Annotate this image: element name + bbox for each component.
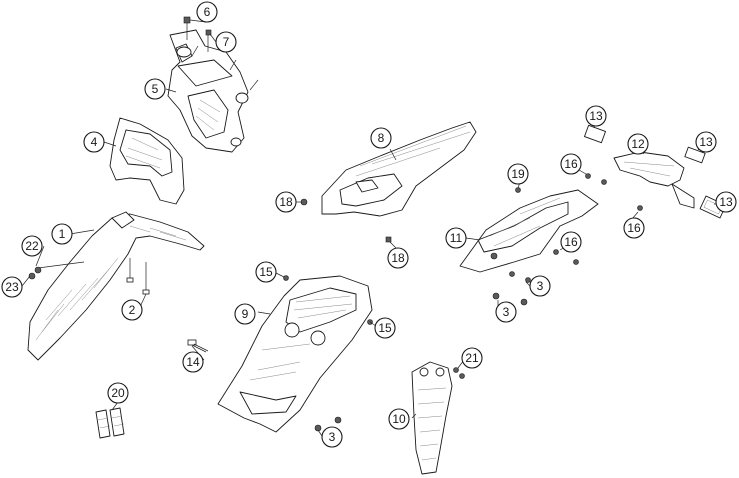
headlight-mask	[109, 117, 185, 205]
callout-8: 8	[370, 127, 392, 149]
callout-11: 11	[445, 227, 467, 249]
callout-22: 22	[21, 235, 43, 257]
svg-text:13: 13	[719, 195, 733, 209]
svg-text:16: 16	[564, 157, 578, 171]
callout-15: 15	[374, 317, 396, 339]
svg-text:15: 15	[259, 265, 273, 279]
callout-7: 7	[215, 31, 237, 53]
svg-text:19: 19	[511, 167, 525, 181]
callout-14: 14	[182, 351, 204, 373]
callout-10: 10	[388, 408, 410, 430]
callout-20: 20	[107, 382, 129, 404]
mud-flap	[411, 361, 453, 475]
seat-tail-bolts	[300, 198, 392, 243]
callout-3: 3	[495, 301, 517, 323]
mud-flap-screws	[453, 367, 465, 379]
callout-23: 23	[1, 276, 23, 298]
bracket-bolts	[183, 16, 259, 91]
svg-text:3: 3	[329, 430, 336, 444]
front-fender	[27, 211, 205, 361]
svg-text:7: 7	[223, 35, 230, 49]
svg-text:5: 5	[152, 82, 159, 96]
callout-13: 13	[585, 105, 607, 127]
svg-text:9: 9	[242, 307, 249, 321]
svg-text:8: 8	[378, 131, 385, 145]
callout-13: 13	[695, 131, 717, 153]
svg-text:18: 18	[279, 195, 293, 209]
svg-text:23: 23	[5, 280, 19, 294]
callout-4: 4	[83, 131, 105, 153]
callout-15: 15	[255, 261, 277, 283]
side-cover-screws	[492, 187, 579, 306]
callout-3: 3	[321, 426, 343, 448]
callout-12: 12	[627, 133, 649, 155]
svg-text:16: 16	[627, 221, 641, 235]
callout-5: 5	[144, 78, 166, 100]
rear-fender-hardware	[283, 275, 373, 432]
seat-tail-section	[321, 121, 477, 217]
callout-1: 1	[51, 223, 73, 245]
svg-text:21: 21	[465, 351, 479, 365]
svg-text:13: 13	[699, 135, 713, 149]
svg-text:18: 18	[391, 251, 405, 265]
adhesive-strips	[95, 407, 125, 439]
svg-text:3: 3	[503, 305, 510, 319]
callout-18: 18	[387, 247, 409, 269]
svg-text:4: 4	[91, 135, 98, 149]
svg-text:12: 12	[631, 137, 645, 151]
callout-18: 18	[275, 191, 297, 213]
svg-text:13: 13	[589, 109, 603, 123]
svg-text:20: 20	[111, 386, 125, 400]
callout-2: 2	[121, 299, 143, 321]
long-screw	[187, 339, 209, 353]
callout-16: 16	[560, 153, 582, 175]
callout-6: 6	[196, 1, 218, 23]
headlight-bracket	[167, 29, 249, 153]
rear-side-cover	[459, 189, 599, 273]
svg-text:14: 14	[186, 355, 200, 369]
callout-16: 16	[623, 217, 645, 239]
svg-text:22: 22	[25, 239, 39, 253]
svg-text:3: 3	[537, 279, 544, 293]
svg-text:15: 15	[378, 321, 392, 335]
callout-16: 16	[560, 231, 582, 253]
svg-text:16: 16	[564, 235, 578, 249]
front-fender-screws	[28, 258, 150, 295]
tail-light-screws	[585, 173, 643, 211]
callout-3: 3	[529, 275, 551, 297]
tail-light-unit	[613, 151, 695, 209]
rear-fender	[217, 275, 373, 433]
svg-text:11: 11	[450, 231, 463, 245]
callout-9: 9	[234, 303, 256, 325]
svg-text:2: 2	[129, 303, 136, 317]
svg-text:6: 6	[204, 5, 211, 19]
callout-13: 13	[715, 191, 737, 213]
svg-text:1: 1	[59, 227, 66, 241]
svg-text:10: 10	[392, 412, 406, 426]
callout-19: 19	[507, 163, 529, 185]
callout-21: 21	[461, 347, 483, 369]
